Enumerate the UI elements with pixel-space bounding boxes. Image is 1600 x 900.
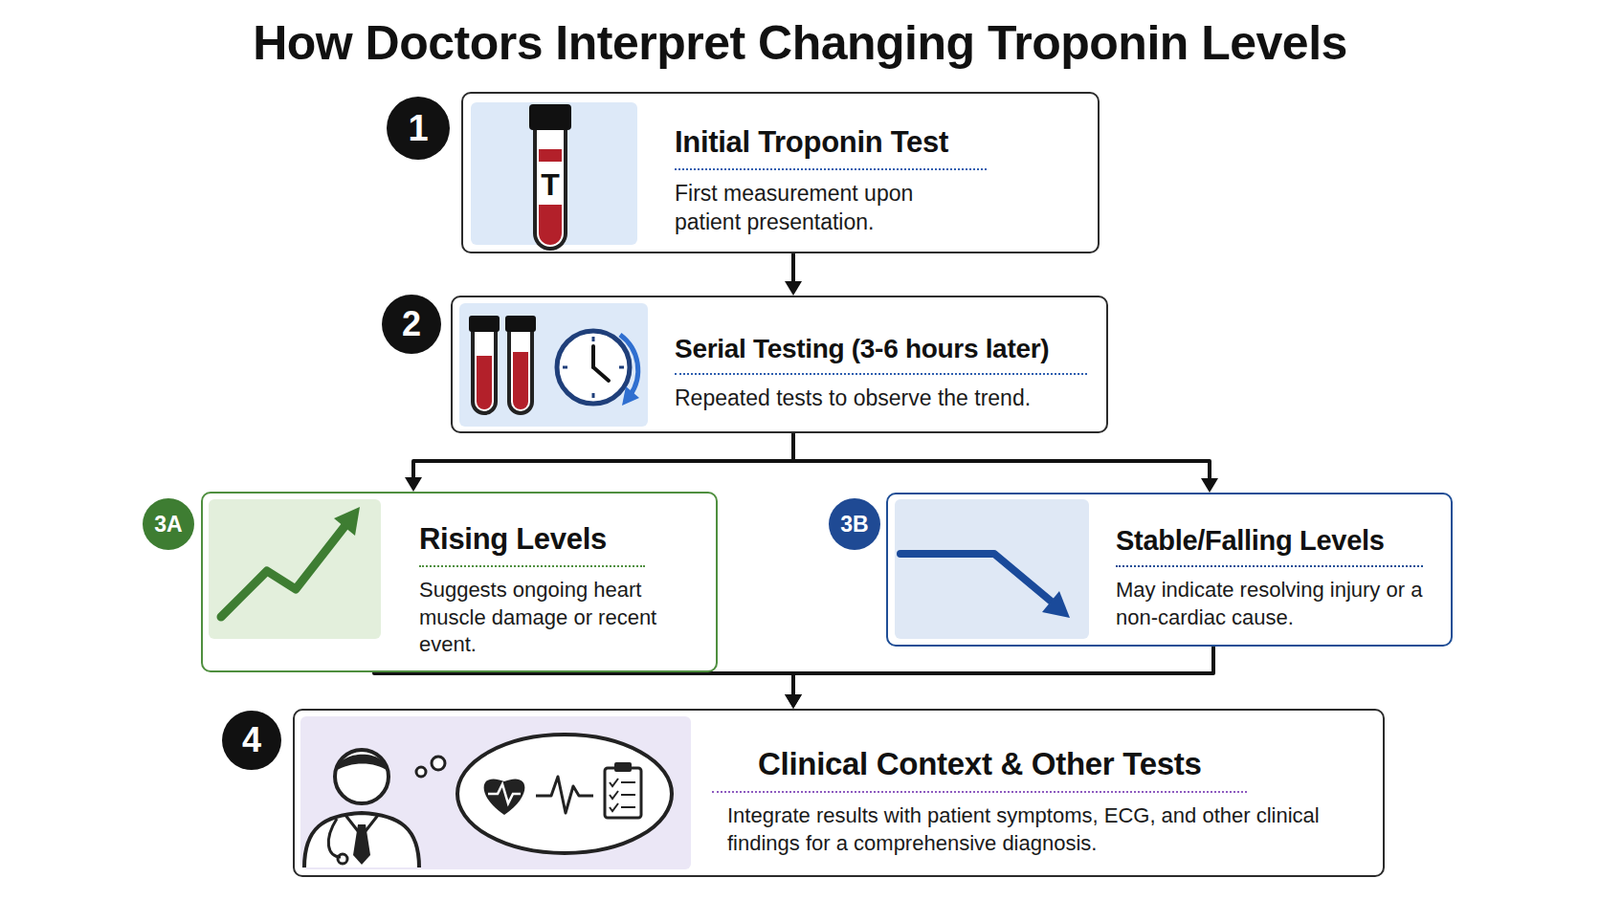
node-heading: Stable/Falling Levels [1115, 525, 1423, 568]
icon-panel [459, 303, 648, 427]
doctor-icon [304, 750, 445, 868]
test-tube-icon [529, 104, 572, 249]
flow-connector [374, 672, 802, 710]
tube-letter: T [531, 166, 570, 203]
icon-panel [208, 499, 381, 640]
icon-panel [894, 499, 1089, 640]
serial-tubes-icon [468, 315, 536, 414]
node-heading: Clinical Context & Other Tests [711, 746, 1247, 794]
arrowhead [784, 281, 802, 296]
node-body: Suggests ongoing heart muscle damage or … [419, 577, 697, 660]
node-body: First measurement upon patient presentat… [674, 179, 981, 238]
node-heading: Serial Testing (3-6 hours later) [674, 333, 1088, 376]
connector-line [413, 433, 794, 480]
callout-number: 4 [222, 711, 282, 771]
node-heading: Rising Levels [419, 522, 645, 568]
node-content: Initial Troponin TestFirst measurement u… [674, 108, 987, 238]
falling-arrow-icon [900, 554, 1070, 619]
node-content: Rising LevelsSuggests ongoing heart musc… [419, 505, 697, 660]
connector-line [793, 646, 1214, 697]
summary-box: Clinical Context & Other TestsIntegrate … [292, 709, 1385, 878]
node-content: Clinical Context & Other TestsIntegrate … [727, 729, 1364, 858]
node-content: Serial Testing (3-6 hours later) Repeated… [674, 316, 1088, 414]
arrowhead [784, 694, 802, 710]
process-box: Serial Testing (3-6 hours later) Repeated… [450, 295, 1109, 434]
node-body: Repeated tests to observe the trend. [674, 384, 1087, 414]
callout-number: 3A [142, 498, 195, 551]
callout-number: 3B [828, 498, 881, 551]
clock-icon [556, 331, 640, 406]
connector-line [793, 433, 1210, 481]
diagram-title: How Doctors Interpret Changing Troponin … [0, 15, 1600, 71]
node-heading: Initial Troponin Test [674, 125, 987, 171]
callout-number: 1 [386, 96, 450, 160]
flow-connector [784, 253, 802, 296]
arrowhead [784, 694, 802, 710]
rising-arrow-icon [221, 507, 360, 618]
thought-bubble-icon [457, 734, 672, 854]
outcome-box: Stable/Falling LevelsMay indicate resolv… [886, 492, 1453, 647]
node-body: Integrate results with patient symptoms,… [727, 802, 1364, 858]
flow-connector [404, 433, 794, 492]
flow-connector [784, 646, 1214, 710]
node-content: Stable/Falling LevelsMay indicate resolv… [1115, 508, 1432, 632]
outcome-box: Rising LevelsSuggests ongoing heart musc… [200, 491, 718, 673]
connector-line [374, 672, 794, 697]
flow-connector [793, 433, 1219, 493]
arrowhead [1200, 478, 1219, 493]
arrowhead [404, 477, 423, 492]
connector-line [791, 253, 796, 284]
icon-panel [470, 102, 638, 245]
callout-number: 2 [381, 294, 442, 355]
icon-panel [300, 716, 691, 870]
node-body: May indicate resolving injury or a non-c… [1115, 577, 1432, 632]
